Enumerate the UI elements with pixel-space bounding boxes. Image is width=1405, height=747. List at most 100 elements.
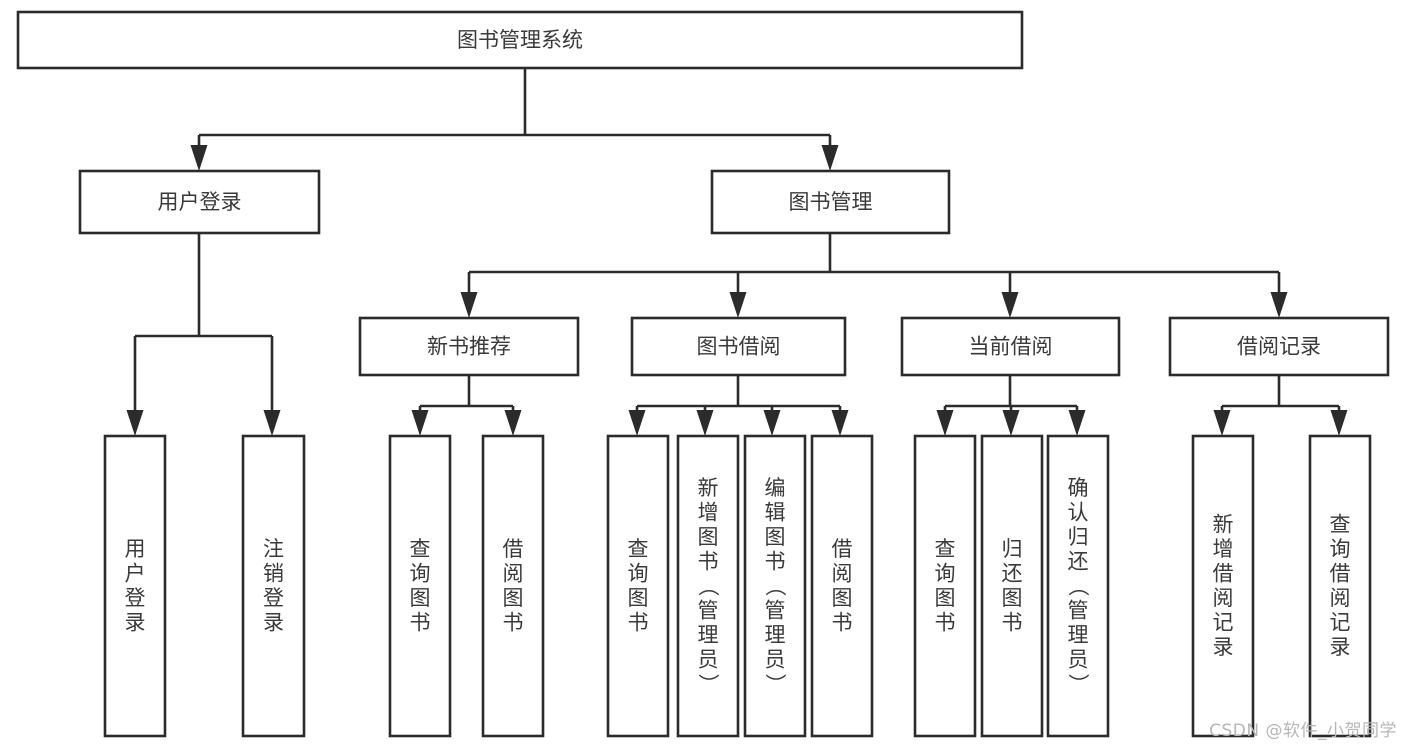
node-box bbox=[1191, 434, 1255, 738]
node-label-char: 销 bbox=[263, 562, 284, 586]
node-label: 当前借阅 bbox=[969, 335, 1053, 359]
node-label-char: 管 bbox=[698, 598, 719, 622]
node-label-char: 图 bbox=[628, 586, 649, 610]
node-box bbox=[810, 434, 874, 738]
node-label-char: 辑 bbox=[765, 500, 786, 524]
node-label-char: 询 bbox=[410, 562, 431, 586]
node-label-char: 户 bbox=[125, 562, 146, 586]
node-label-char: 管 bbox=[765, 598, 786, 622]
arrow-head-icon bbox=[831, 410, 849, 436]
node-label-char: 员 bbox=[765, 647, 786, 671]
node-label-char: （ bbox=[696, 575, 720, 596]
arrow-head-icon bbox=[729, 292, 747, 318]
node-label-char: 记 bbox=[1330, 611, 1351, 635]
node-label-char: 登 bbox=[263, 586, 284, 610]
node-label-char: 确 bbox=[1068, 476, 1089, 500]
node-label-char: 查 bbox=[935, 537, 956, 561]
node-level3-3[interactable]: 借阅记录 bbox=[1168, 316, 1390, 377]
node-leaf-12[interactable]: 查询借阅记录查询借阅记录 bbox=[1308, 434, 1372, 738]
node-label-char: 书 bbox=[1002, 611, 1023, 635]
node-label-char: 阅 bbox=[503, 562, 524, 586]
arrow-head-icon bbox=[628, 410, 646, 436]
node-label-char: 认 bbox=[1068, 500, 1089, 524]
node-leaf-3[interactable]: 借阅图书借阅图书 bbox=[481, 434, 545, 738]
node-label-char: 书 bbox=[503, 611, 524, 635]
node-box bbox=[241, 434, 306, 738]
node-leaf-1[interactable]: 注销登录注销登录 bbox=[241, 434, 306, 738]
node-leaf-9[interactable]: 归还图书归还图书 bbox=[980, 434, 1044, 738]
node-box bbox=[743, 434, 807, 738]
node-label-char: 阅 bbox=[1213, 586, 1234, 610]
node-box bbox=[630, 316, 847, 377]
node-label-char: 书 bbox=[832, 611, 853, 635]
node-label-char: 询 bbox=[1330, 537, 1351, 561]
node-label-char: 员 bbox=[698, 647, 719, 671]
node-label-char: 图 bbox=[698, 525, 719, 549]
node-leaf-11[interactable]: 新增借阅记录新增借阅记录 bbox=[1191, 434, 1255, 738]
node-level3-2[interactable]: 当前借阅 bbox=[900, 316, 1121, 377]
node-label-char: 增 bbox=[1213, 537, 1234, 561]
node-level3-1[interactable]: 图书借阅 bbox=[630, 316, 847, 377]
arrow-head-icon bbox=[1213, 410, 1231, 436]
arrow-head-icon bbox=[411, 410, 429, 436]
node-box bbox=[78, 169, 321, 235]
node-label-char: 新 bbox=[698, 476, 719, 500]
node-label-char: 理 bbox=[698, 623, 719, 647]
arrow-head-icon bbox=[263, 410, 281, 436]
node-label-char: 图 bbox=[765, 525, 786, 549]
node-level2-1[interactable]: 图书管理 bbox=[710, 169, 951, 235]
arrow-head-icon bbox=[936, 410, 954, 436]
node-label-char: 注 bbox=[263, 537, 284, 561]
node-box bbox=[103, 434, 167, 738]
node-label: 图书管理 bbox=[789, 190, 873, 214]
node-root-图书管理系统[interactable]: 图书管理系统 bbox=[16, 10, 1024, 70]
node-leaf-0[interactable]: 用户登录用户登录 bbox=[103, 434, 167, 738]
node-label-char: 查 bbox=[628, 537, 649, 561]
node-box bbox=[1168, 316, 1390, 377]
arrow-head-icon bbox=[1068, 410, 1086, 436]
connector-layer bbox=[126, 68, 1348, 436]
node-leaf-2[interactable]: 查询图书查询图书 bbox=[388, 434, 452, 738]
node-leaf-4[interactable]: 查询图书查询图书 bbox=[606, 434, 670, 738]
node-label-char: 询 bbox=[628, 562, 649, 586]
node-box bbox=[1308, 434, 1372, 738]
node-box bbox=[710, 169, 951, 235]
node-label-char: 图 bbox=[1002, 586, 1023, 610]
node-label-char: 书 bbox=[765, 549, 786, 573]
node-label-char: 借 bbox=[832, 537, 853, 561]
node-box bbox=[606, 434, 670, 738]
arrow-head-icon bbox=[504, 410, 522, 436]
node-label-char: 阅 bbox=[832, 562, 853, 586]
node-level2-0[interactable]: 用户登录 bbox=[78, 169, 321, 235]
node-label-char: 图 bbox=[832, 586, 853, 610]
node-label-char: ） bbox=[763, 673, 787, 694]
node-label: 图书借阅 bbox=[697, 335, 781, 359]
node-label-char: 书 bbox=[698, 549, 719, 573]
node-level3-0[interactable]: 新书推荐 bbox=[358, 316, 580, 377]
node-label-char: 借 bbox=[1213, 562, 1234, 586]
arrow-head-icon bbox=[1002, 410, 1020, 436]
node-box bbox=[388, 434, 452, 738]
node-label-char: 借 bbox=[503, 537, 524, 561]
node-label-char: 增 bbox=[698, 500, 719, 524]
node-label-char: 登 bbox=[125, 586, 146, 610]
arrow-head-icon bbox=[821, 145, 839, 171]
node-leaf-8[interactable]: 查询图书查询图书 bbox=[913, 434, 977, 738]
node-label-char: 还 bbox=[1068, 549, 1089, 573]
node-label: 图书管理系统 bbox=[457, 28, 583, 52]
arrow-head-icon bbox=[763, 410, 781, 436]
node-label-char: ） bbox=[696, 673, 720, 694]
node-box bbox=[481, 434, 545, 738]
node-label-char: 图 bbox=[410, 586, 431, 610]
node-label-char: 还 bbox=[1002, 562, 1023, 586]
node-label-char: 书 bbox=[628, 611, 649, 635]
node-box bbox=[900, 316, 1121, 377]
node-label-char: 录 bbox=[1330, 635, 1351, 659]
node-leaf-7[interactable]: 借阅图书借阅图书 bbox=[810, 434, 874, 738]
node-box bbox=[676, 434, 740, 738]
node-label-char: （ bbox=[1066, 575, 1090, 596]
